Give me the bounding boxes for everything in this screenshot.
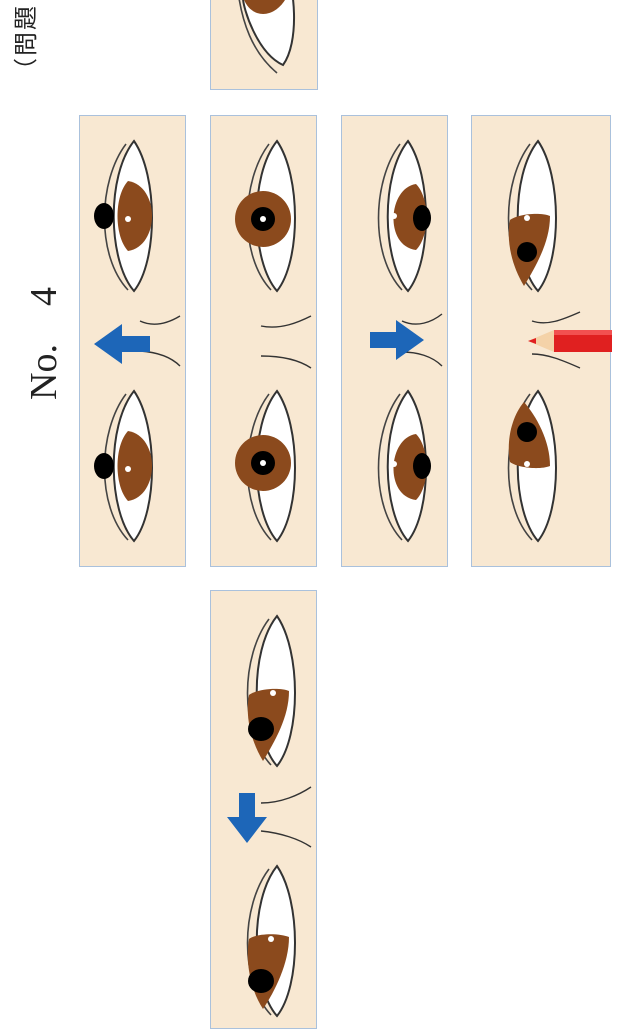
eye-icon (94, 389, 153, 543)
arrow-down-icon (227, 793, 267, 843)
eye-panel-partial-top (210, 0, 318, 90)
problem-number: No. 4 (23, 287, 65, 400)
eye-panel-partial-top-figure (238, 0, 296, 74)
eye-panel-pencil-target (471, 115, 612, 567)
eye-panel-pencil-target-figure (507, 139, 612, 543)
eye-panel-gaze-left (79, 115, 186, 567)
eye-icon (507, 139, 557, 293)
eye-icon (235, 139, 296, 293)
eye-icon (94, 139, 153, 293)
eye-icon (246, 614, 296, 768)
pencil-icon (528, 330, 612, 352)
problem-label: （問題 (14, 4, 40, 82)
eye-panel-gaze-right (341, 115, 448, 567)
eye-icon (235, 389, 296, 543)
eye-icon (377, 139, 431, 293)
eye-icon (238, 0, 296, 74)
eye-icon (507, 389, 557, 543)
eye-panel-gaze-center-figure (235, 139, 312, 543)
eye-icon (377, 389, 431, 543)
eye-icon (246, 864, 296, 1018)
arrow-right-icon (370, 320, 424, 360)
eye-panel-gaze-right-figure (370, 139, 443, 543)
eye-panel-gaze-left-figure (94, 139, 181, 543)
arrow-left-icon (94, 324, 150, 364)
eye-panel-gaze-down (210, 590, 317, 1029)
eye-panel-gaze-center (210, 115, 317, 567)
eye-panel-gaze-down-figure (227, 614, 312, 1018)
